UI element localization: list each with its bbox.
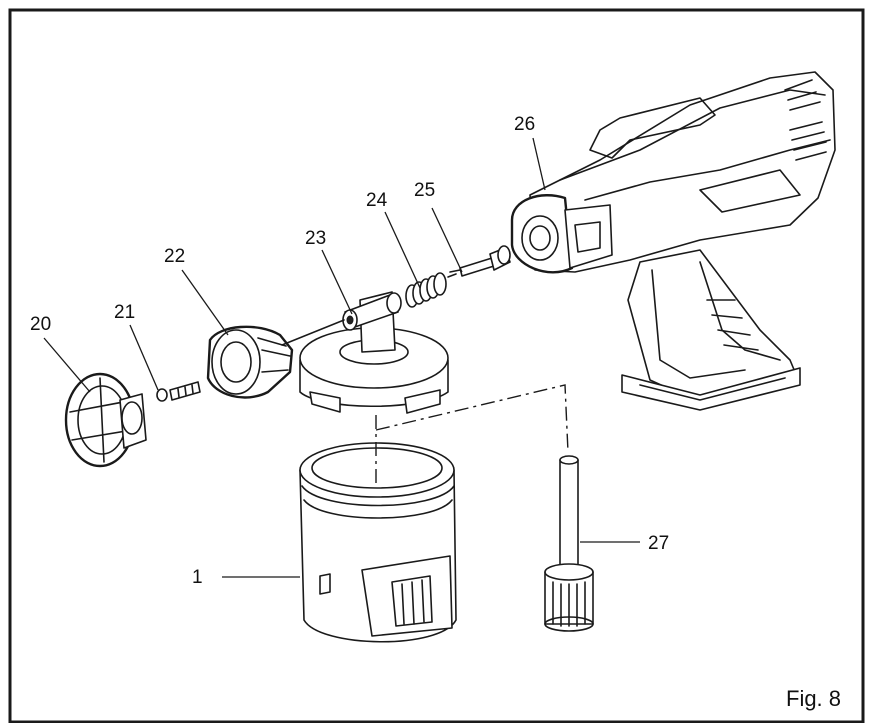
- callout-25: 25: [414, 180, 435, 201]
- callout-23: 23: [305, 228, 326, 249]
- part-20-front-ring: [64, 372, 147, 468]
- part-24-spring: [405, 272, 447, 308]
- assembly-axis-lines: [281, 273, 569, 488]
- part-26-gun-body: [510, 71, 836, 411]
- callout-27: 27: [648, 533, 669, 554]
- callout-22: 22: [164, 246, 185, 267]
- callout-leader-lines: [43, 137, 640, 578]
- part-23-pump-housing: [299, 291, 449, 414]
- part-22-air-cap: [206, 325, 294, 399]
- part-1-container: [299, 442, 457, 643]
- callout-24: 24: [366, 190, 388, 211]
- callout-21: 21: [114, 302, 135, 323]
- callout-20: 20: [30, 314, 51, 335]
- part-27-filter: [544, 455, 594, 632]
- callout-26: 26: [514, 114, 535, 135]
- callout-1: 1: [192, 567, 203, 588]
- part-25-valve-needle: [449, 245, 511, 277]
- part-21-nozzle: [156, 381, 201, 402]
- figure-label: Fig. 8: [786, 686, 841, 711]
- figure-frame: [8, 8, 865, 723]
